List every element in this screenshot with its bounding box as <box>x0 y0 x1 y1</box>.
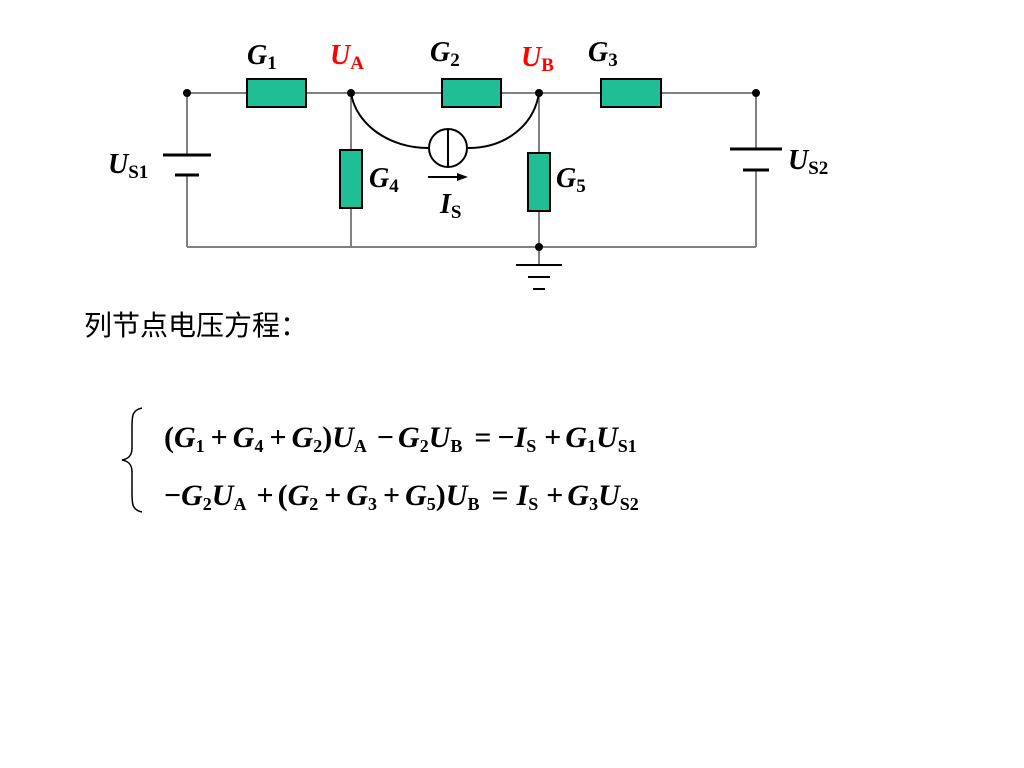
ground-icon <box>516 264 562 290</box>
label-g4: G4 <box>369 163 399 197</box>
equation-2: −G2UA+(G2+G3+G5)UB=IS+G3US2 <box>164 479 639 514</box>
left-brace <box>121 407 143 513</box>
resistor-g4 <box>339 149 363 209</box>
heading: 列节点电压方程： <box>84 309 309 342</box>
label-g1: G1 <box>247 40 277 74</box>
equation-system: (G1+G4+G2)UA−G2UB=−IS+G1US1 −G2UA+(G2+G3… <box>121 407 639 514</box>
resistor-g1 <box>246 78 307 108</box>
label-g5: G5 <box>556 163 586 197</box>
equation-1: (G1+G4+G2)UA−G2UB=−IS+G1US1 <box>164 421 637 456</box>
resistor-g3 <box>600 78 662 108</box>
label-g3: G3 <box>588 37 618 71</box>
label-ua: UA <box>330 40 364 74</box>
resistor-g2 <box>441 78 502 108</box>
current-source-wire-left <box>350 92 429 149</box>
current-source-wire-right <box>467 92 540 149</box>
label-us1: US1 <box>108 149 148 183</box>
wires <box>186 92 757 265</box>
resistor-g5 <box>527 152 551 212</box>
voltage-source-us2-symbol <box>730 147 782 172</box>
voltage-source-us1-symbol <box>163 153 211 177</box>
current-arrow-icon <box>428 173 468 181</box>
junction-dots <box>183 89 760 251</box>
label-us2: US2 <box>788 145 828 179</box>
label-is: IS <box>439 189 461 223</box>
circuit-diagram: G1 UA G2 UB G3 US1 US2 G4 G5 IS <box>108 37 828 290</box>
current-source-symbol <box>428 128 468 168</box>
label-ub: UB <box>521 42 554 76</box>
label-g2: G2 <box>430 37 460 71</box>
